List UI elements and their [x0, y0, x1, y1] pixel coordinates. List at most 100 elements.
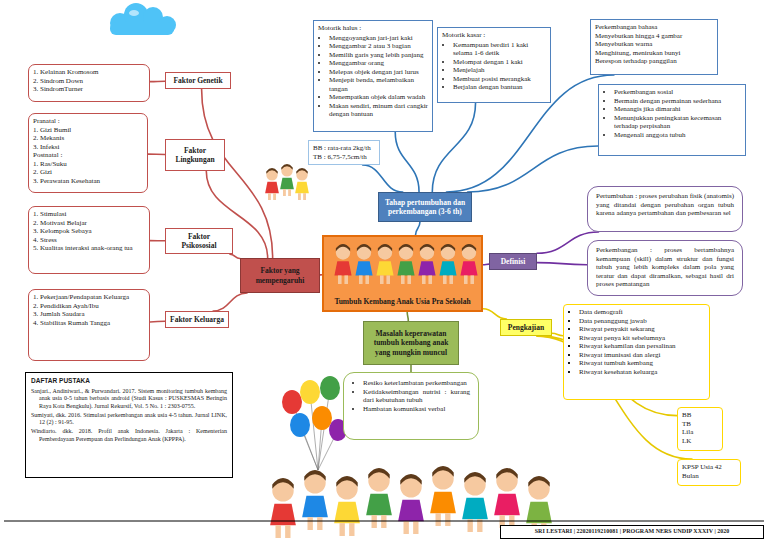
balloons-part: [300, 380, 320, 404]
node-text: Faktor Psikososial: [170, 232, 228, 250]
cloud-part: [129, 10, 139, 16]
list-box: Motorik halus :Menggoyangkan jari-jari k…: [313, 20, 433, 132]
node-text: Kemampuan berdiri 1 kaki selama 1-6 deti…: [453, 41, 546, 58]
central-topic: Tumbuh Kembang Anak Usia Pra Sekolah: [322, 235, 483, 312]
node-text: 2. Pendidikan Ayah/Ibu: [33, 302, 145, 311]
branch-connector: [537, 263, 587, 265]
branch-connector: [150, 320, 165, 322]
node-text: Pranatal :: [33, 117, 143, 126]
node-text: Tahap pertumbuhan dan perkembangan (3-6 …: [383, 198, 467, 216]
node-text: TB: [682, 420, 718, 429]
node-text: Riwayat penya kit sebelumnya: [579, 334, 705, 343]
node-text: Riwayat penyakit sekarang: [579, 325, 705, 334]
node-text: Data penanggung jawab: [579, 317, 705, 326]
node-text: Motorik kasar :: [442, 31, 546, 40]
node-text: 1. Kelainan Kromosom: [33, 68, 145, 77]
node-text: 3. Kelompok Sebaya: [33, 227, 145, 236]
node-text: 2. Gizi: [33, 168, 143, 177]
list-box: 1. Pekerjaan/Pendapatan Keluarga2. Pendi…: [28, 289, 150, 361]
node-text: Mengenali anggota tubuh: [614, 131, 741, 140]
node-text: Masalah keperawatan tumbuh kembang anak …: [368, 329, 454, 356]
footer-rule: [4, 521, 764, 522]
branch-connector: [410, 365, 412, 372]
node-text: 3. Infeksi: [33, 143, 143, 152]
kids-row-part: [494, 468, 520, 528]
branch-connector: [213, 293, 247, 311]
node-text: 1. Gizi Bumil: [33, 126, 143, 135]
node-text: 2. Mekanis: [33, 134, 143, 143]
node-text: Faktor Keluarga: [170, 315, 224, 324]
node-text: Pertumbuhan : proses perubahan fisik (an…: [596, 192, 734, 218]
node-text: 4. Stabilitas Rumah Tangga: [33, 319, 145, 328]
node-text: Data demografi: [579, 308, 705, 317]
cloud-part: [110, 22, 174, 35]
node-text: Membuat posisi merangkak: [453, 75, 546, 84]
footer-credit: SRI LESTARI | 22020119210081 | PROGRAM N…: [500, 525, 764, 539]
node-text: Faktor Genetik: [173, 76, 222, 85]
list-box: Motorik kasar :Kemampuan berdiri 1 kaki …: [437, 27, 551, 103]
node-text: 1. Ras/Suku: [33, 160, 143, 169]
node-text: 2. Sindrom Down: [33, 77, 145, 86]
node-text: Melompat dengan 1 kaki: [453, 58, 546, 67]
node-text: BB: [682, 411, 718, 420]
node-text: Menggoyangkan jari-jari kaki: [329, 34, 428, 43]
node-text: Menjelajah: [453, 66, 546, 75]
kids-group-part: [280, 164, 294, 196]
node-text: 4. Stress: [33, 236, 145, 245]
list-box: Resiko keterlambatan perkembanganKetidak…: [343, 372, 479, 440]
branch-connector: [552, 333, 563, 335]
kids-group-part: [265, 168, 279, 200]
node-text: Tumbuh Kembang Anak Usia Pra Sekolah: [334, 297, 470, 306]
node-text: Perkembangan sosial: [614, 88, 741, 97]
list-box: Pranatal :1. Gizi Bumil2. Mekanis3. Infe…: [28, 113, 148, 193]
factor-box: Faktor Lingkungan: [165, 139, 225, 171]
branch-connector: [148, 153, 165, 155]
kids-group: [265, 164, 309, 200]
branch-box: Faktor yang mempengaruhi: [240, 258, 320, 293]
node-text: Menghitung, menirukan bunyi: [595, 49, 713, 58]
branch-connector: [432, 103, 475, 192]
node-text: Menyebutkan warna: [595, 40, 713, 49]
node-text: Resiko keterlambatan perkembangan: [363, 379, 470, 388]
branch-box: Tahap pertumbuhan dan perkembangan (3-6 …: [378, 192, 472, 222]
list-box: 1. Stimulasi2. Motivasi Belajar3. Kelomp…: [28, 206, 150, 274]
factor-box: Faktor Psikososial: [165, 228, 233, 254]
cloud: [110, 3, 176, 35]
node-text: Riwayat tumbuh kembang: [579, 359, 705, 368]
branch-connector: [150, 81, 165, 83]
node-text: Makan sendiri, minum dari cangkir dengan…: [329, 102, 428, 119]
node-text: Menunjukkan peningkatan kecemasan terhad…: [614, 114, 741, 131]
node-text: Ketidakseimbangan nutrisi : kurang dari …: [363, 388, 470, 405]
list-box: BBTBLilaLK: [677, 407, 723, 451]
node-text: 1. Pekerjaan/Pendapatan Keluarga: [33, 293, 145, 302]
node-text: Perkembangan : proses bertambahnya kemam…: [596, 246, 734, 289]
node-text: Bermain dengan permainan sederhana: [614, 97, 741, 106]
definition-box: Perkembangan : proses bertambahnya kemam…: [587, 240, 743, 296]
list-box: KPSP Usia 42 Bulan: [677, 459, 741, 486]
node-text: Berjalan dengan bantuan: [453, 83, 546, 92]
branch-connector: [407, 312, 408, 321]
branch-connector: [483, 309, 506, 319]
kids-row-part: [270, 478, 296, 538]
branch-box: Definisi: [489, 253, 537, 270]
node-text: Motorik halus :: [318, 24, 428, 33]
node-text: Menangis jika dimarahi: [614, 105, 741, 114]
balloons-part: [290, 413, 310, 437]
node-text: 1. Stimulasi: [33, 210, 145, 219]
kids-row-part: [398, 474, 424, 534]
node-text: DAFTAR PUSTAKA: [31, 377, 227, 385]
node-text: Definisi: [501, 257, 526, 266]
node-text: Berespon terhadap panggilan: [595, 57, 713, 66]
node-text: Memilih garis yang lebih panjang: [329, 51, 428, 60]
branch-connector: [150, 240, 165, 242]
node-text: Faktor yang mempengaruhi: [245, 266, 315, 284]
kids-group-part: [295, 168, 309, 200]
branch-box: Pengkajian: [500, 319, 552, 336]
node-text: Melepas objek dengan jari lurus: [329, 68, 428, 77]
kids-row-part: [462, 472, 488, 532]
node-text: Pengkajian: [508, 323, 544, 332]
node-text: 5. Kualitas interaksi anak-orang tua: [33, 244, 145, 253]
node-text: 3. Perawatan Kesehatan: [33, 177, 143, 186]
node-text: Postnatal :: [33, 151, 143, 160]
node-text: 2. Motivasi Belajar: [33, 219, 145, 228]
